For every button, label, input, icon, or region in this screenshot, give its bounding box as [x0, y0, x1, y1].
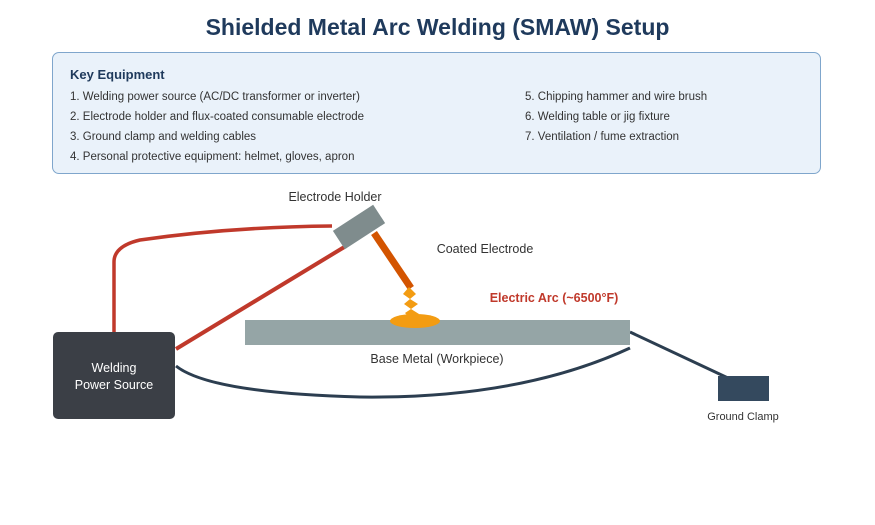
electric-arc-label: Electric Arc (~6500°F) [490, 291, 619, 305]
ground-clamp-label: Ground Clamp [707, 411, 779, 423]
key-equipment-panel: Key Equipment 1. Welding power source (A… [52, 52, 821, 174]
page-title: Shielded Metal Arc Welding (SMAW) Setup [205, 14, 670, 40]
weld-pool [390, 314, 440, 328]
power-source [53, 332, 175, 419]
electrode-cable [174, 244, 348, 351]
holder-cable [112, 224, 333, 332]
equipment-list-right: 5. Chipping hammer and wire brush 6. Wel… [525, 90, 707, 150]
electrode-holder-label: Electrode Holder [288, 190, 381, 204]
equipment-item: 5. Chipping hammer and wire brush [525, 91, 708, 103]
coated-electrode-label: Coated Electrode [437, 242, 534, 256]
electric-arc [403, 287, 419, 320]
base-metal [245, 320, 630, 345]
equipment-item: 4. Personal protective equipment: helmet… [70, 151, 355, 163]
key-equipment-heading: Key Equipment [70, 67, 165, 82]
equipment-item: 7. Ventilation / fume extraction [525, 131, 680, 143]
base-metal-label: Base Metal (Workpiece) [370, 352, 503, 366]
equipment-list-left: 1. Welding power source (AC/DC transform… [70, 90, 364, 170]
equipment-item: 3. Ground clamp and welding cables [70, 131, 257, 143]
power-source-label-line2: Power Source [75, 378, 154, 392]
return-cable [175, 346, 631, 399]
equipment-item: 2. Electrode holder and flux-coated cons… [70, 111, 365, 123]
electrode-holder [332, 204, 386, 250]
coated-electrode [371, 231, 414, 290]
equipment-item: 1. Welding power source (AC/DC transform… [70, 91, 360, 103]
ground-clamp [718, 376, 769, 401]
ground-cable [629, 330, 729, 380]
power-source-label-line1: Welding [92, 361, 137, 375]
equipment-item: 6. Welding table or jig fixture [525, 111, 670, 123]
